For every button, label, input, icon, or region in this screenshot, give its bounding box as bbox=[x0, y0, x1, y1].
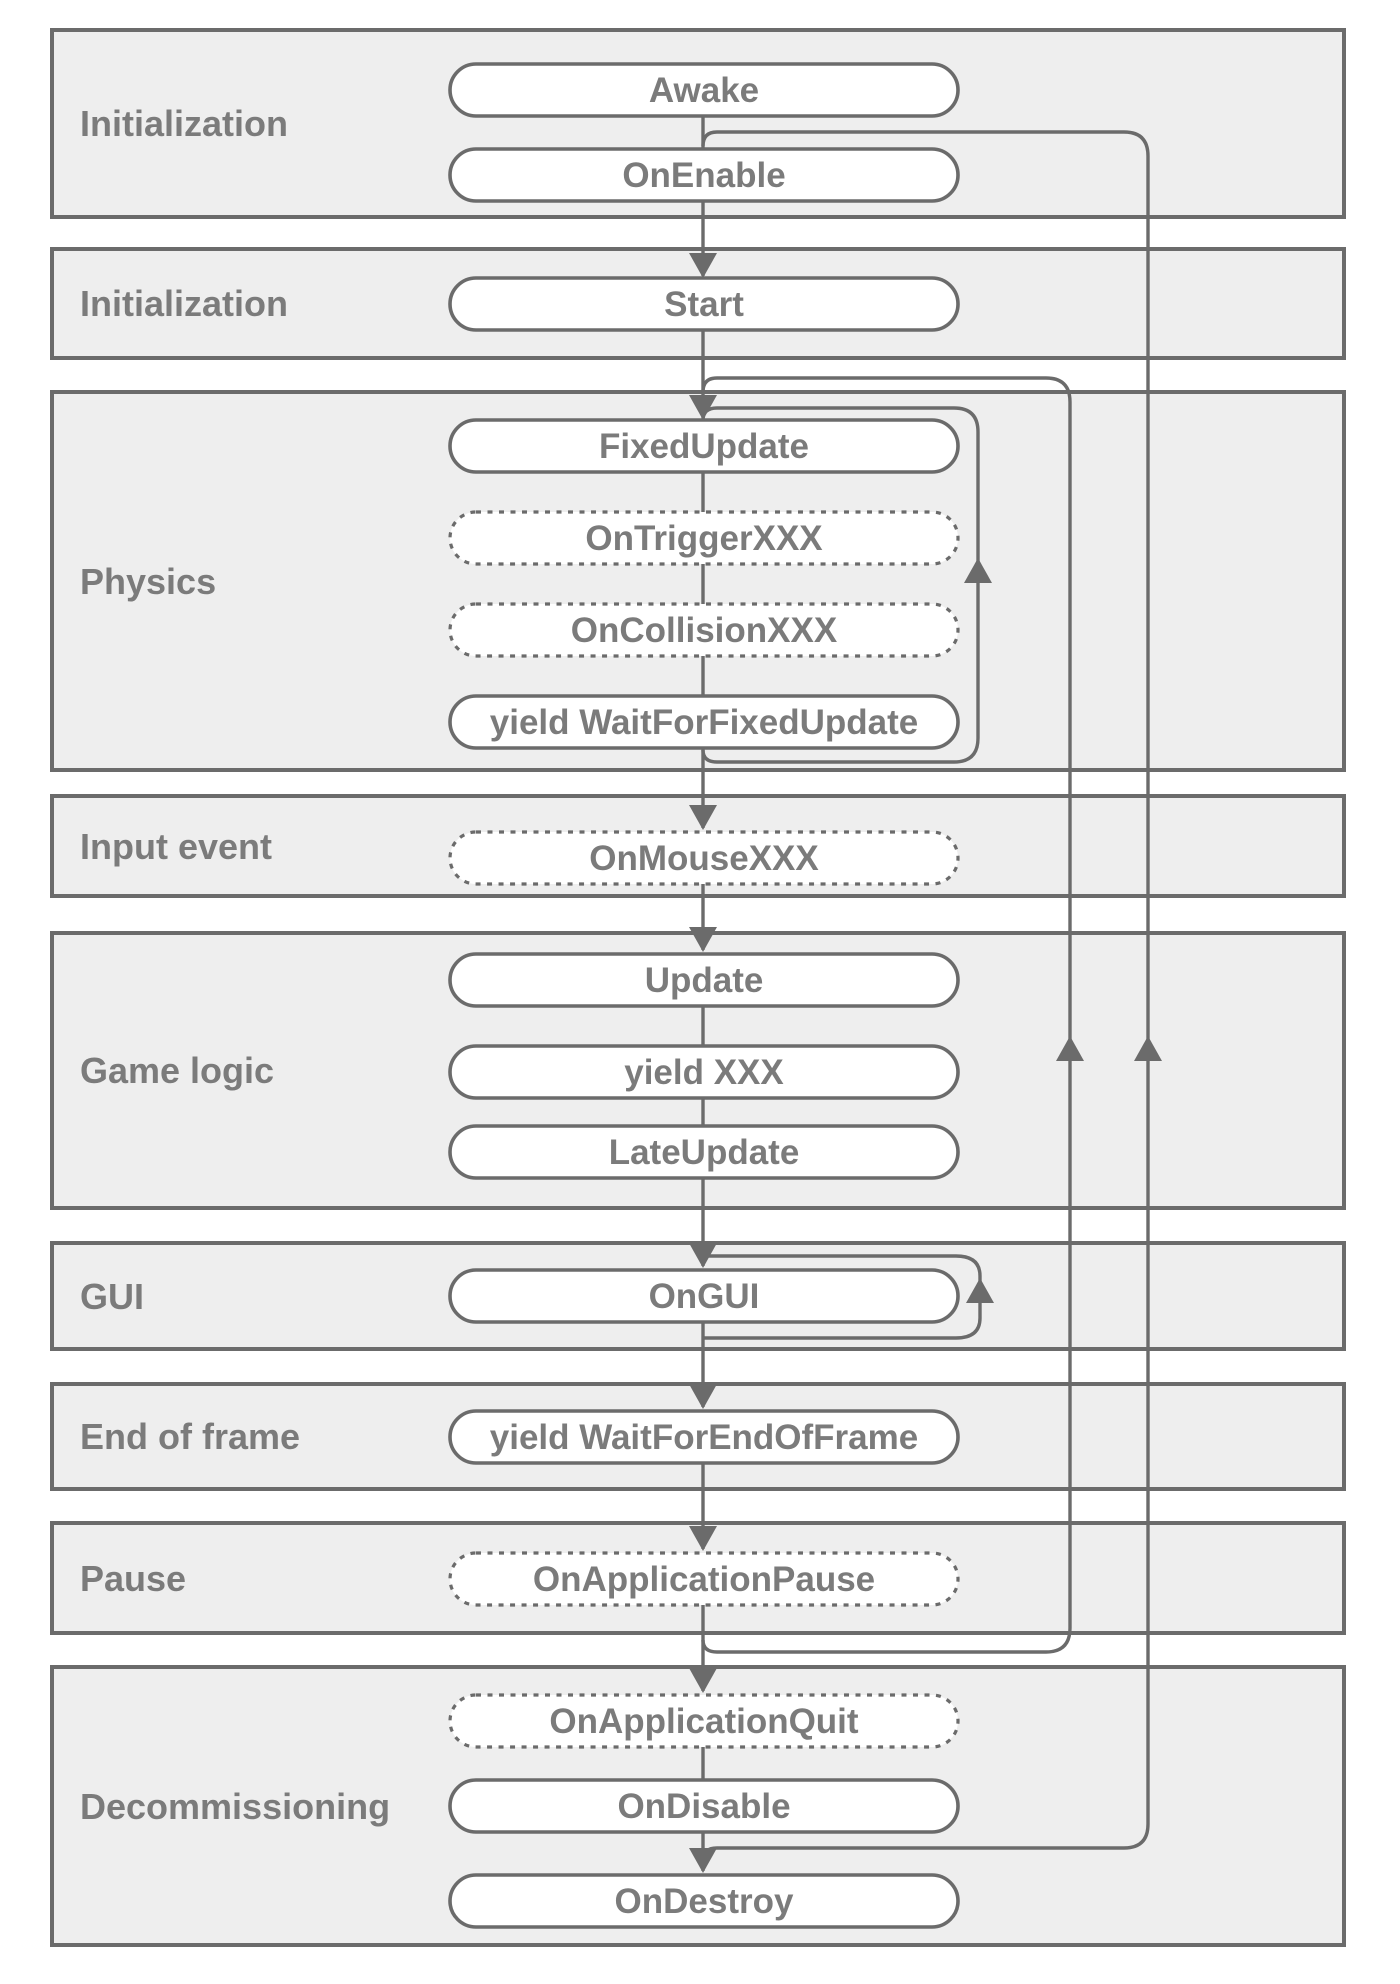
node-update bbox=[448, 952, 960, 1008]
section-label-input-event: Input event bbox=[80, 826, 272, 867]
arrow-into-ondestroy bbox=[689, 1848, 717, 1873]
section-labels: Initialization Initialization Physics In… bbox=[80, 103, 390, 1827]
arrow-into-onapppause bbox=[689, 1526, 717, 1551]
node-yield-waitforfixedupdate bbox=[448, 694, 960, 750]
node-label-onapplicationpause: OnApplicationPause bbox=[533, 1560, 875, 1599]
node-label-ondestroy: OnDestroy bbox=[615, 1882, 794, 1921]
node-label-yieldxxx: yield XXX bbox=[624, 1053, 784, 1092]
node-label-onapplicationquit: OnApplicationQuit bbox=[549, 1702, 858, 1741]
arrow-into-start bbox=[689, 253, 717, 278]
arrow-into-onmouse bbox=[689, 805, 717, 830]
node-onapplicationquit bbox=[448, 1693, 960, 1749]
arrow-up-frame-loop bbox=[1056, 1036, 1084, 1061]
node-oncollisionxxx bbox=[448, 602, 960, 658]
section-label-game-logic: Game logic bbox=[80, 1050, 274, 1091]
loop-frame-pause-to-fixedupdate bbox=[701, 376, 1072, 1654]
node-labels: Awake OnEnable Start FixedUpdate OnTrigg… bbox=[490, 71, 918, 1921]
node-lateupdate bbox=[448, 1124, 960, 1180]
node-label-onenable: OnEnable bbox=[622, 156, 785, 195]
arrow-up-ongui-loop bbox=[966, 1278, 994, 1303]
arrow-into-update bbox=[689, 927, 717, 952]
node-label-ontriggerxxx: OnTriggerXXX bbox=[585, 519, 823, 558]
node-ondestroy bbox=[448, 1873, 960, 1929]
node-awake bbox=[448, 62, 960, 118]
node-label-yield-waitforendofframe: yield WaitForEndOfFrame bbox=[490, 1418, 918, 1457]
node-ondisable bbox=[448, 1778, 960, 1834]
section-label-pause: Pause bbox=[80, 1558, 186, 1599]
arrow-up-reenable-loop bbox=[1134, 1036, 1162, 1061]
arrow-into-yieldwfeof bbox=[689, 1384, 717, 1409]
node-label-update: Update bbox=[645, 961, 764, 1000]
arrow-up-physics-loop bbox=[964, 558, 992, 583]
node-label-yield-waitforfixedupdate: yield WaitForFixedUpdate bbox=[490, 703, 918, 742]
node-fixedupdate bbox=[448, 418, 960, 474]
node-onenable bbox=[448, 147, 960, 203]
node-yield-waitforendofframe bbox=[448, 1409, 960, 1465]
arrow-into-fixedupdate bbox=[689, 395, 717, 420]
node-label-onmousexxx: OnMouseXXX bbox=[589, 839, 819, 878]
node-onmousexxx bbox=[448, 830, 960, 886]
section-label-initialization-2: Initialization bbox=[80, 283, 288, 324]
section-label-physics: Physics bbox=[80, 561, 216, 602]
loop-physics bbox=[701, 406, 980, 764]
node-label-fixedupdate: FixedUpdate bbox=[599, 427, 809, 466]
section-label-decommissioning: Decommissioning bbox=[80, 1786, 390, 1827]
node-label-ongui: OnGUI bbox=[649, 1277, 760, 1316]
node-ongui bbox=[448, 1268, 960, 1324]
node-onapplicationpause bbox=[448, 1551, 960, 1607]
node-label-start: Start bbox=[664, 285, 744, 324]
node-label-awake: Awake bbox=[649, 71, 759, 110]
section-label-initialization-1: Initialization bbox=[80, 103, 288, 144]
section-label-end-of-frame: End of frame bbox=[80, 1416, 300, 1457]
section-bands bbox=[50, 28, 1346, 1947]
arrowheads bbox=[689, 253, 1162, 1873]
nodes bbox=[448, 62, 960, 1929]
arrow-into-onappquit bbox=[689, 1668, 717, 1693]
node-label-ondisable: OnDisable bbox=[617, 1787, 790, 1826]
node-start bbox=[448, 276, 960, 332]
node-yieldxxx bbox=[448, 1044, 960, 1100]
node-label-oncollisionxxx: OnCollisionXXX bbox=[571, 611, 838, 650]
node-label-lateupdate: LateUpdate bbox=[609, 1133, 800, 1172]
arrow-into-ongui bbox=[689, 1243, 717, 1268]
section-label-gui: GUI bbox=[80, 1276, 144, 1317]
node-ontriggerxxx bbox=[448, 510, 960, 566]
